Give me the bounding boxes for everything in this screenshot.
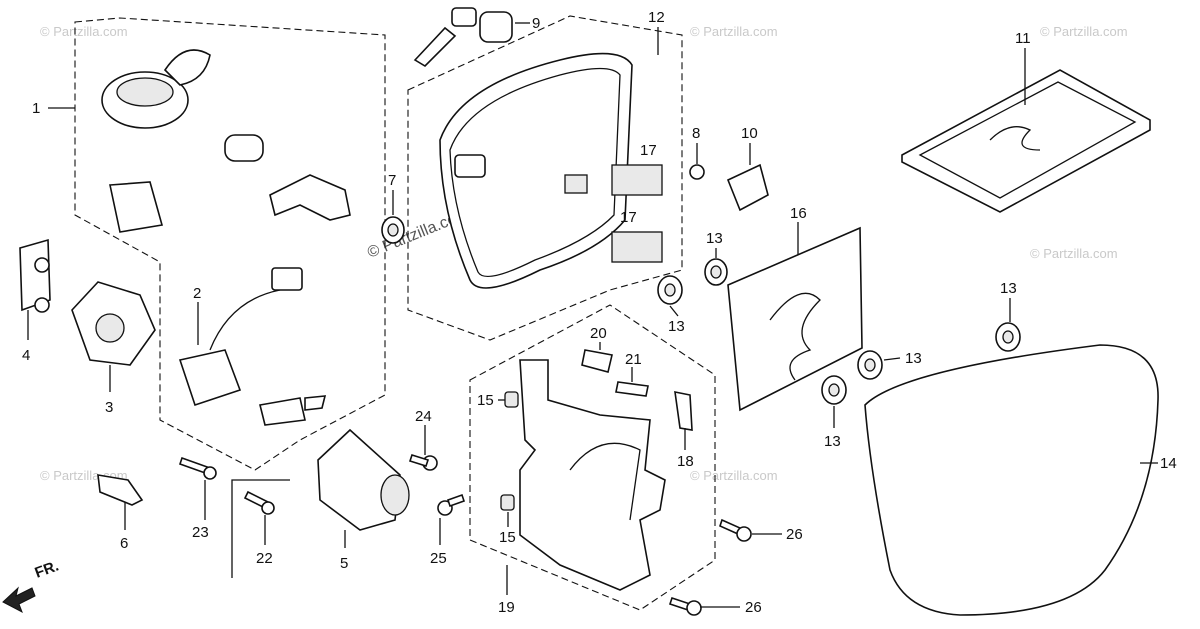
solenoid-part xyxy=(317,428,410,531)
callout-6: 6 xyxy=(120,535,128,552)
holder-20 xyxy=(581,349,613,373)
seat-lock-part xyxy=(109,181,164,233)
callout-10: 10 xyxy=(741,125,758,142)
pad-part-11 xyxy=(901,69,1151,213)
callout-13-a: 13 xyxy=(668,318,685,335)
helmet-holder-part xyxy=(269,174,351,221)
watermark-faint: © Partzilla.com xyxy=(690,468,778,483)
callout-11: 11 xyxy=(1015,30,1031,47)
callout-5: 5 xyxy=(340,555,348,572)
watermark-faint: © Partzilla.com xyxy=(1040,24,1128,39)
bolt-23 xyxy=(178,456,217,480)
cushion-15a xyxy=(504,391,519,408)
battery-box-part xyxy=(519,359,666,591)
bolt-26b xyxy=(668,596,702,616)
band-21 xyxy=(615,381,649,397)
reflector-17b xyxy=(611,231,663,263)
grommet-13d xyxy=(821,375,847,405)
reflector-17a xyxy=(611,164,663,196)
clip-8 xyxy=(689,164,705,180)
key-part xyxy=(97,474,144,506)
callout-15-b: 15 xyxy=(499,529,516,546)
bracket-line xyxy=(231,479,290,578)
grommet-13a xyxy=(657,275,683,305)
callout-13-e: 13 xyxy=(1000,280,1017,297)
callout-22: 22 xyxy=(256,550,273,567)
callout-26-b: 26 xyxy=(745,599,762,616)
callout-24: 24 xyxy=(415,408,432,425)
callout-13-d: 13 xyxy=(824,433,841,450)
grommet-7 xyxy=(381,216,405,244)
callout-9: 9 xyxy=(532,15,540,32)
callout-20: 20 xyxy=(590,325,607,342)
bolt-22 xyxy=(243,490,275,515)
callout-15-a: 15 xyxy=(477,392,494,409)
callout-8: 8 xyxy=(692,125,700,142)
callout-13-b: 13 xyxy=(706,230,723,247)
group-outline-side-cover-left xyxy=(407,15,683,341)
callout-26-a: 26 xyxy=(786,526,803,543)
grommet-13c xyxy=(857,350,883,380)
group-outline-battery-box xyxy=(469,304,716,611)
bolt-24 xyxy=(408,454,438,471)
callout-21: 21 xyxy=(625,351,642,368)
callout-labels: 1 2 3 4 5 6 7 8 9 10 11 12 13 14 15 16 1… xyxy=(22,9,1177,616)
clamp-10 xyxy=(726,163,769,212)
callout-14: 14 xyxy=(1160,455,1177,472)
callout-17-b: 17 xyxy=(620,209,637,226)
sheet-part-16 xyxy=(727,226,863,412)
bolt-26a xyxy=(719,518,752,542)
key-lock-part xyxy=(413,7,513,68)
stay-bracket-part xyxy=(19,238,51,313)
callout-12: 12 xyxy=(648,9,665,26)
callout-2: 2 xyxy=(193,285,201,302)
group-outline-ignition-set xyxy=(74,17,386,471)
callout-3: 3 xyxy=(105,399,113,416)
grommet-13b xyxy=(704,258,728,286)
callout-25: 25 xyxy=(430,550,447,567)
watermark-faint: © Partzilla.com xyxy=(1030,246,1118,261)
fuel-cap-part xyxy=(101,49,211,129)
callout-4: 4 xyxy=(22,347,30,364)
callout-19: 19 xyxy=(498,599,515,616)
side-cover-left-part xyxy=(439,52,633,289)
grommet-13e xyxy=(995,322,1021,352)
callout-1: 1 xyxy=(32,100,40,117)
front-label: FR. xyxy=(33,558,62,582)
callout-18: 18 xyxy=(677,453,694,470)
lock-cylinder-part xyxy=(224,134,264,162)
watermark-faint: © Partzilla.com xyxy=(690,24,778,39)
front-direction-indicator: FR. xyxy=(2,558,62,614)
callout-16: 16 xyxy=(790,205,807,222)
watermark-faint: © Partzilla.com xyxy=(40,24,128,39)
cushion-15b xyxy=(500,494,515,511)
bolt-25 xyxy=(437,493,466,516)
front-arrow-icon xyxy=(2,586,36,614)
ignition-switch-part xyxy=(178,267,327,426)
strap-18 xyxy=(674,390,693,431)
callout-7: 7 xyxy=(388,172,396,189)
leader-lines xyxy=(27,22,1158,608)
switch-body-part xyxy=(71,281,156,366)
callout-17-a: 17 xyxy=(640,142,657,159)
callout-13-c: 13 xyxy=(905,350,922,367)
side-cover-right-part xyxy=(864,344,1159,616)
callout-23: 23 xyxy=(192,524,209,541)
sheet-part-16-scribble xyxy=(769,292,821,381)
